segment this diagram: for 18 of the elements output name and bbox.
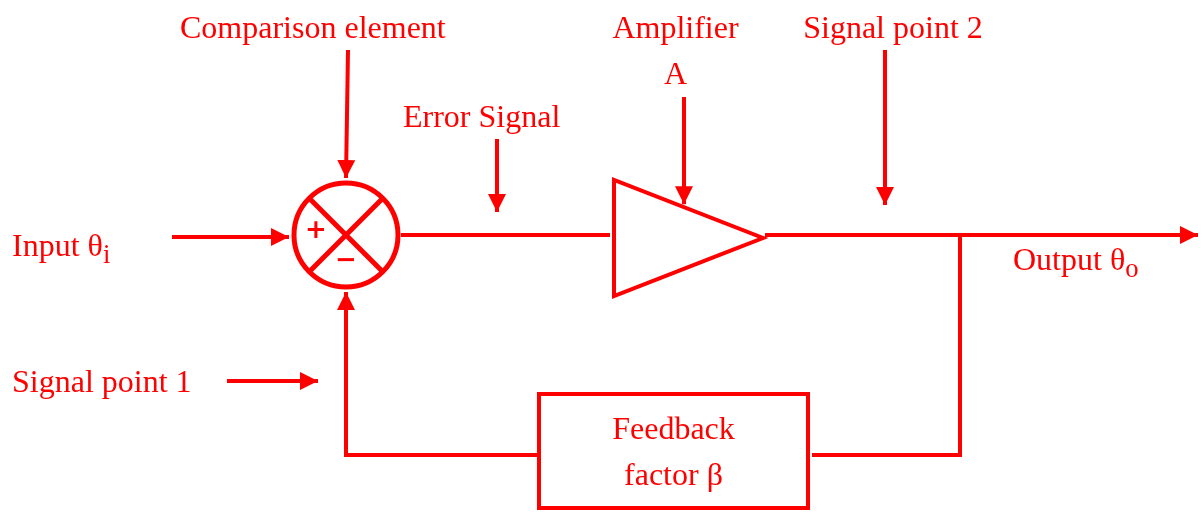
leader-arrow [876, 50, 894, 205]
callout-label: Signal point 1 [12, 358, 227, 405]
signal-arrow [172, 228, 289, 246]
leader-arrow [227, 372, 318, 390]
callout-label: Comparison element [180, 4, 500, 51]
summing-junction [291, 180, 401, 290]
minus-sign: − [335, 246, 357, 272]
signal-line [401, 233, 610, 237]
leader-arrow [675, 97, 693, 205]
input-label: Input θ$_{i}$ [12, 222, 172, 275]
leader-arrow [337, 49, 356, 179]
signal-line [765, 233, 962, 457]
leader-arrow [488, 139, 506, 212]
signal-arrow [337, 292, 537, 457]
feedback-box: Feedback factor β [537, 392, 810, 510]
output-label: Output θ$_{o}$ [1013, 236, 1200, 289]
plus-sign: + [305, 216, 327, 242]
callout-label: Signal point 2 [798, 4, 988, 51]
